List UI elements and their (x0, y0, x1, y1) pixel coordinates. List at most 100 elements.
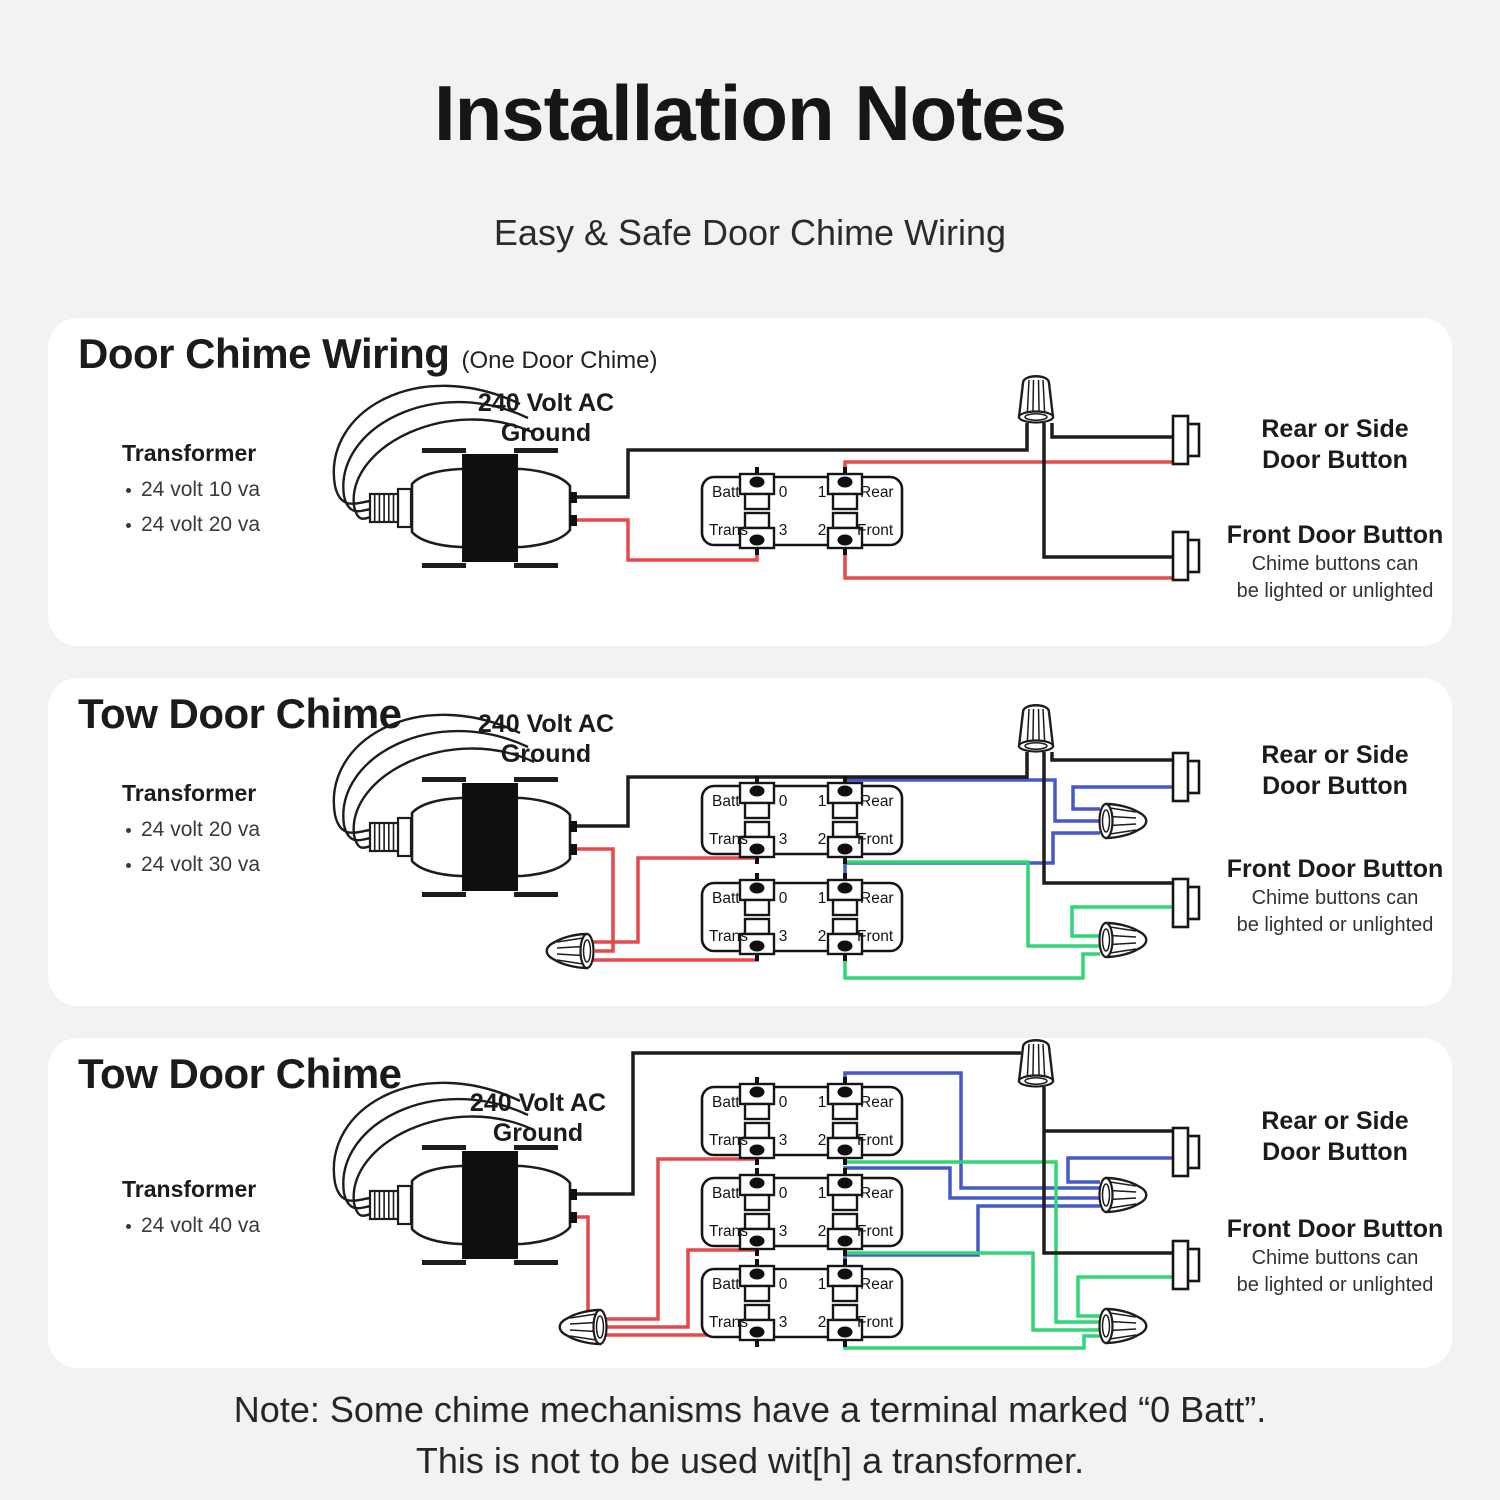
door-button-icon (1171, 414, 1201, 466)
wire-black (576, 752, 1029, 828)
rear-label-line-2: Door Button (1262, 772, 1408, 800)
mount-bracket-icon (514, 777, 558, 782)
wire-nut-icon (1098, 802, 1148, 840)
transformer-label-block: Transformer 24 volt 40 va (122, 1176, 260, 1238)
mount-bracket-icon (422, 563, 466, 568)
terminal-label: Batt (712, 1185, 740, 1202)
terminal-label: 2 (818, 1223, 827, 1240)
mount-bracket-icon (514, 892, 558, 897)
mount-bracket-icon (422, 777, 466, 782)
front-button-label: Front Door Button Chime buttons can be l… (1180, 1214, 1490, 1299)
power-wires-icon (332, 1081, 521, 1202)
panel-heading: Tow Door Chime (78, 690, 414, 738)
rear-label-line-1: Rear or Side (1261, 1107, 1409, 1135)
wire-black (1050, 752, 1173, 762)
bullet-icon (126, 827, 131, 833)
power-source-label: 240 Volt AC Ground (446, 709, 646, 769)
terminal-label: 0 (779, 1276, 788, 1293)
front-label-note-1: Chime buttons can (1251, 553, 1419, 575)
transformer-spec-item: 24 volt 20 va (126, 818, 260, 842)
terminal-label: Front (857, 1314, 894, 1331)
door-button-icon (1171, 877, 1201, 929)
rear-label-line-2: Door Button (1262, 446, 1408, 474)
terminal-nub (570, 1212, 577, 1223)
door-button-icon (1171, 530, 1201, 582)
wire-black (576, 423, 1029, 499)
front-label-note-1: Chime buttons can (1251, 887, 1419, 909)
front-label-title: Front Door Button (1226, 521, 1444, 549)
transformer-label-block: Transformer 24 volt 20 va 24 volt 30 va (122, 780, 260, 877)
power-wires-icon (332, 713, 521, 834)
door-button-icon (1171, 1126, 1201, 1178)
terminal-label: Trans (709, 1314, 748, 1331)
power-wires-icon (332, 384, 521, 505)
terminal-label: 2 (818, 831, 827, 848)
terminal-label: 3 (779, 1314, 788, 1331)
mount-bracket-icon (422, 448, 466, 453)
terminal-label: Batt (712, 793, 740, 810)
terminal-label: Trans (709, 1223, 748, 1240)
transformer-spec-text: 24 volt 20 va (141, 818, 261, 841)
panel-heading-text: Tow Door Chime (78, 690, 402, 737)
terminal-label: Rear (860, 1276, 894, 1293)
terminal-label: Front (857, 831, 894, 848)
terminal-label: Front (857, 1223, 894, 1240)
terminal-label: Front (857, 522, 894, 539)
rear-button-label: Rear or Side Door Button (1180, 740, 1490, 802)
wire-blue (1071, 785, 1173, 811)
terminal-label: 3 (779, 1132, 788, 1149)
transformer-specs: 24 volt 20 va 24 volt 30 va (126, 818, 260, 877)
transformer-illustration (332, 1081, 577, 1265)
terminal-label: Rear (860, 1094, 894, 1111)
wire-nut-icon (558, 1308, 608, 1346)
wire-black (1042, 423, 1173, 559)
bullet-icon (126, 522, 131, 528)
transformer-illustration (332, 713, 577, 897)
mount-bracket-icon (422, 1145, 466, 1150)
transformer-spec-item: 24 volt 20 va (126, 513, 260, 537)
mount-bracket-icon (422, 892, 466, 897)
power-line-1: 240 Volt AC (477, 710, 615, 738)
power-source-label: 240 Volt AC Ground (446, 388, 646, 448)
terminal-label: Front (857, 1132, 894, 1149)
terminal-label: 1 (818, 484, 827, 501)
terminal-nub (570, 821, 577, 832)
terminal-nub (570, 844, 577, 855)
page-subtitle: Easy & Safe Door Chime Wiring (493, 212, 1007, 253)
transformer-spec-text: 24 volt 10 va (141, 478, 261, 501)
wire-blue (843, 831, 1100, 889)
connector-collar (396, 487, 413, 529)
terminal-label: 0 (779, 1185, 788, 1202)
transformer-title: Transformer (122, 780, 257, 806)
wire-nut-icon (1098, 1176, 1148, 1214)
wire-black (1042, 752, 1173, 885)
wire-nut-icon (1098, 921, 1148, 959)
terminal-label: 0 (779, 793, 788, 810)
terminal-label: 1 (818, 1276, 827, 1293)
transformer-title: Transformer (122, 1176, 257, 1202)
rear-label-line-1: Rear or Side (1261, 415, 1409, 443)
transformer-specs: 24 volt 40 va (126, 1214, 260, 1238)
terminal-label: 2 (818, 1314, 827, 1331)
door-button-icon (1171, 751, 1201, 803)
transformer-spec-item: 24 volt 30 va (126, 853, 260, 877)
terminal-label: 0 (779, 890, 788, 907)
power-source-label: 240 Volt AC Ground (438, 1088, 638, 1148)
wire-nut-icon (1098, 1307, 1148, 1345)
terminal-label: 3 (779, 522, 788, 539)
terminal-nub (570, 1189, 577, 1200)
door-button-icon (1171, 1239, 1201, 1291)
wire-green (1076, 1275, 1173, 1318)
wiring-diagram: BattTrans0312RearFrontBattTrans0312RearF… (332, 1039, 1201, 1350)
mount-bracket-icon (514, 563, 558, 568)
panel-heading: Tow Door Chime (78, 1050, 414, 1098)
transformer-specs: 24 volt 10 va 24 volt 20 va (126, 478, 260, 537)
wire-green (843, 945, 1100, 980)
terminal-label: Rear (860, 890, 894, 907)
